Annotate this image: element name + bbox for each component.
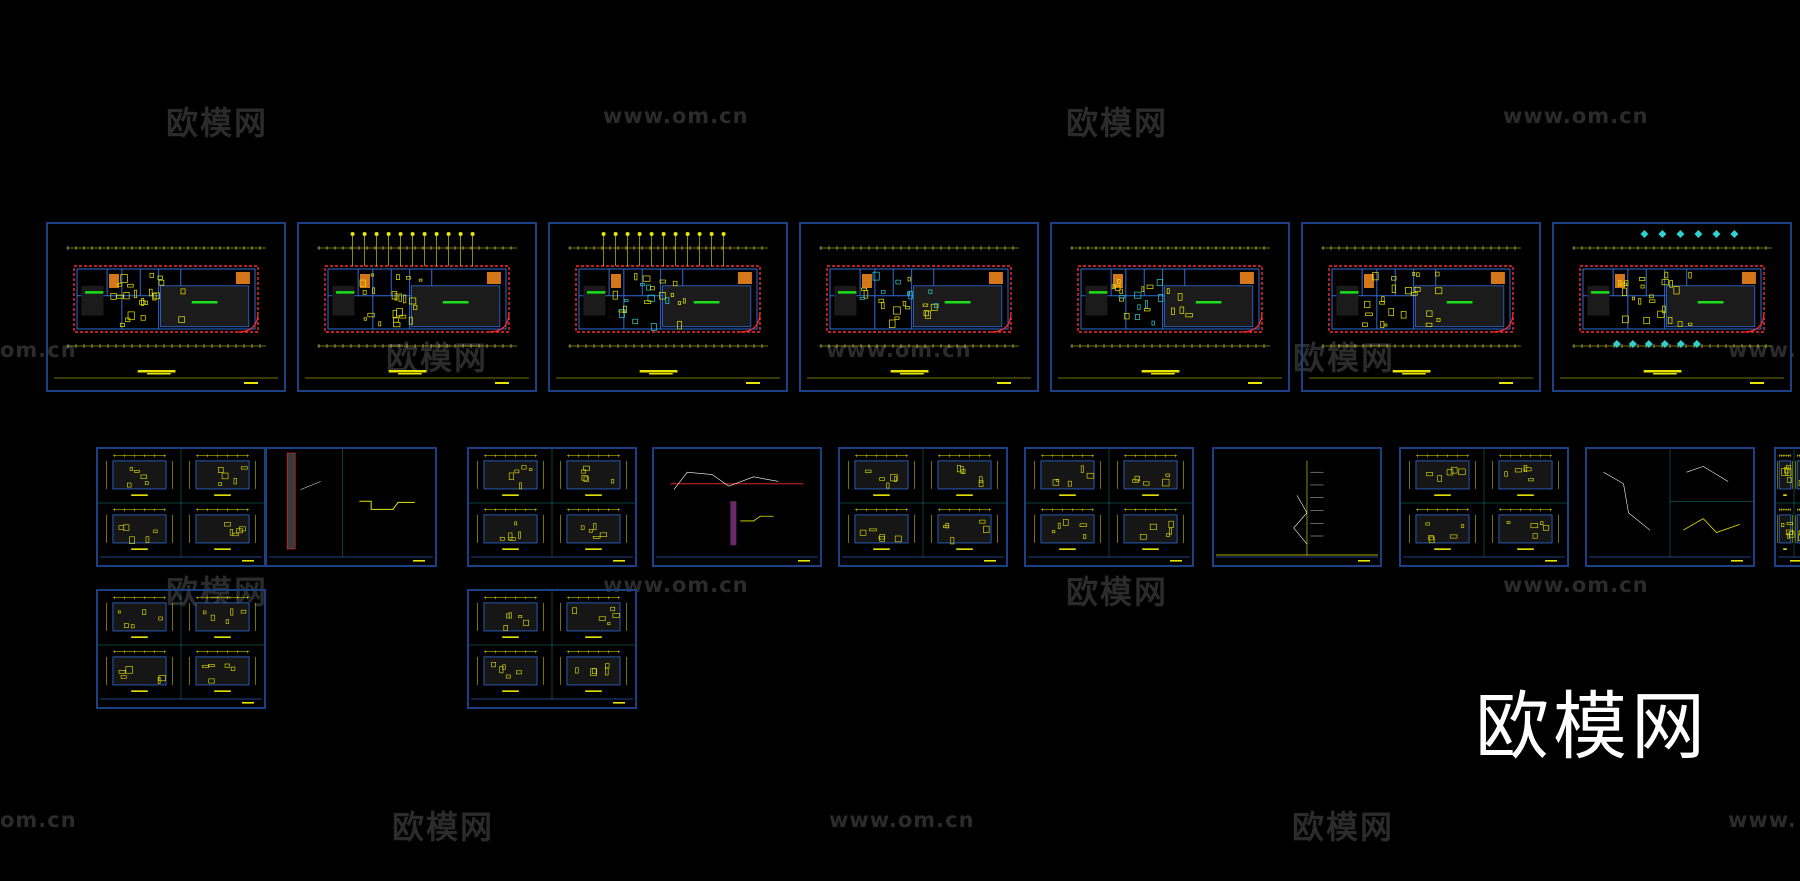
- elevation-sheet[interactable]: [96, 589, 266, 709]
- floor-plan-drawing: [807, 246, 1031, 384]
- watermark-url: www.: [1728, 808, 1797, 832]
- elevation-drawing: [1026, 449, 1192, 562]
- elevation-drawing: [656, 471, 818, 562]
- floor-plan-drawing: [1309, 246, 1533, 384]
- watermark-brand: 欧模网: [1293, 339, 1396, 377]
- elevation-drawing: [469, 591, 635, 704]
- watermark-brand: 欧模网: [166, 104, 269, 142]
- elevation-drawing: [1216, 460, 1378, 562]
- elevation-sheet[interactable]: [96, 447, 266, 567]
- watermark-url: om.cn: [0, 808, 77, 832]
- elevation-drawing: [1401, 449, 1567, 562]
- floor-plan-sheet[interactable]: [548, 222, 788, 392]
- elevation-drawing: [1589, 449, 1753, 562]
- watermark-brand: 欧模网: [1066, 104, 1169, 142]
- watermark-brand: 欧模网: [392, 808, 495, 846]
- watermark-url: www.om.cn: [603, 573, 749, 597]
- floor-plan-sheet[interactable]: [1050, 222, 1290, 392]
- elevation-sheet[interactable]: [467, 447, 637, 567]
- elevation-drawing: [469, 449, 635, 562]
- watermark-url: www.: [1728, 338, 1797, 362]
- brand-logo: 欧模网: [1475, 684, 1709, 770]
- watermark-url: om.cn: [0, 338, 77, 362]
- floor-plan-drawing: [305, 232, 529, 384]
- elevation-drawing: [1776, 449, 1800, 562]
- detail-sheet[interactable]: [652, 447, 822, 567]
- elevation-drawing: [269, 449, 433, 562]
- floor-plan-drawing: [54, 246, 278, 384]
- watermark-url: www.om.cn: [603, 104, 749, 128]
- floor-plan-drawing: [1058, 246, 1282, 384]
- watermark-brand: 欧模网: [1066, 573, 1169, 611]
- elevation-drawing: [98, 591, 264, 704]
- floor-plan-drawing: [1560, 230, 1784, 384]
- elevation-sheet[interactable]: [1774, 447, 1800, 567]
- floor-plan-sheet[interactable]: [799, 222, 1039, 392]
- elevation-drawing: [98, 449, 264, 562]
- floor-plan-drawing: [556, 232, 780, 384]
- floor-plan-sheet[interactable]: [1552, 222, 1792, 392]
- floor-plan-sheet[interactable]: [297, 222, 537, 392]
- floor-plan-sheet[interactable]: [46, 222, 286, 392]
- elevation-sheet[interactable]: [467, 589, 637, 709]
- watermark-url: www.om.cn: [1503, 104, 1649, 128]
- floor-plan-sheet[interactable]: [1301, 222, 1541, 392]
- elevation-sheet[interactable]: [1024, 447, 1194, 567]
- elevation-sheet[interactable]: [1399, 447, 1569, 567]
- watermark-brand: 欧模网: [1292, 808, 1395, 846]
- elevation-sheet[interactable]: [838, 447, 1008, 567]
- watermark-url: www.om.cn: [829, 808, 975, 832]
- watermark-url: www.om.cn: [1503, 573, 1649, 597]
- elevation-drawing: [840, 449, 1006, 562]
- detail-sheet[interactable]: [1212, 447, 1382, 567]
- detail-sheet[interactable]: [265, 447, 437, 567]
- detail-sheet[interactable]: [1585, 447, 1755, 567]
- watermark-url: www.om.cn: [826, 338, 972, 362]
